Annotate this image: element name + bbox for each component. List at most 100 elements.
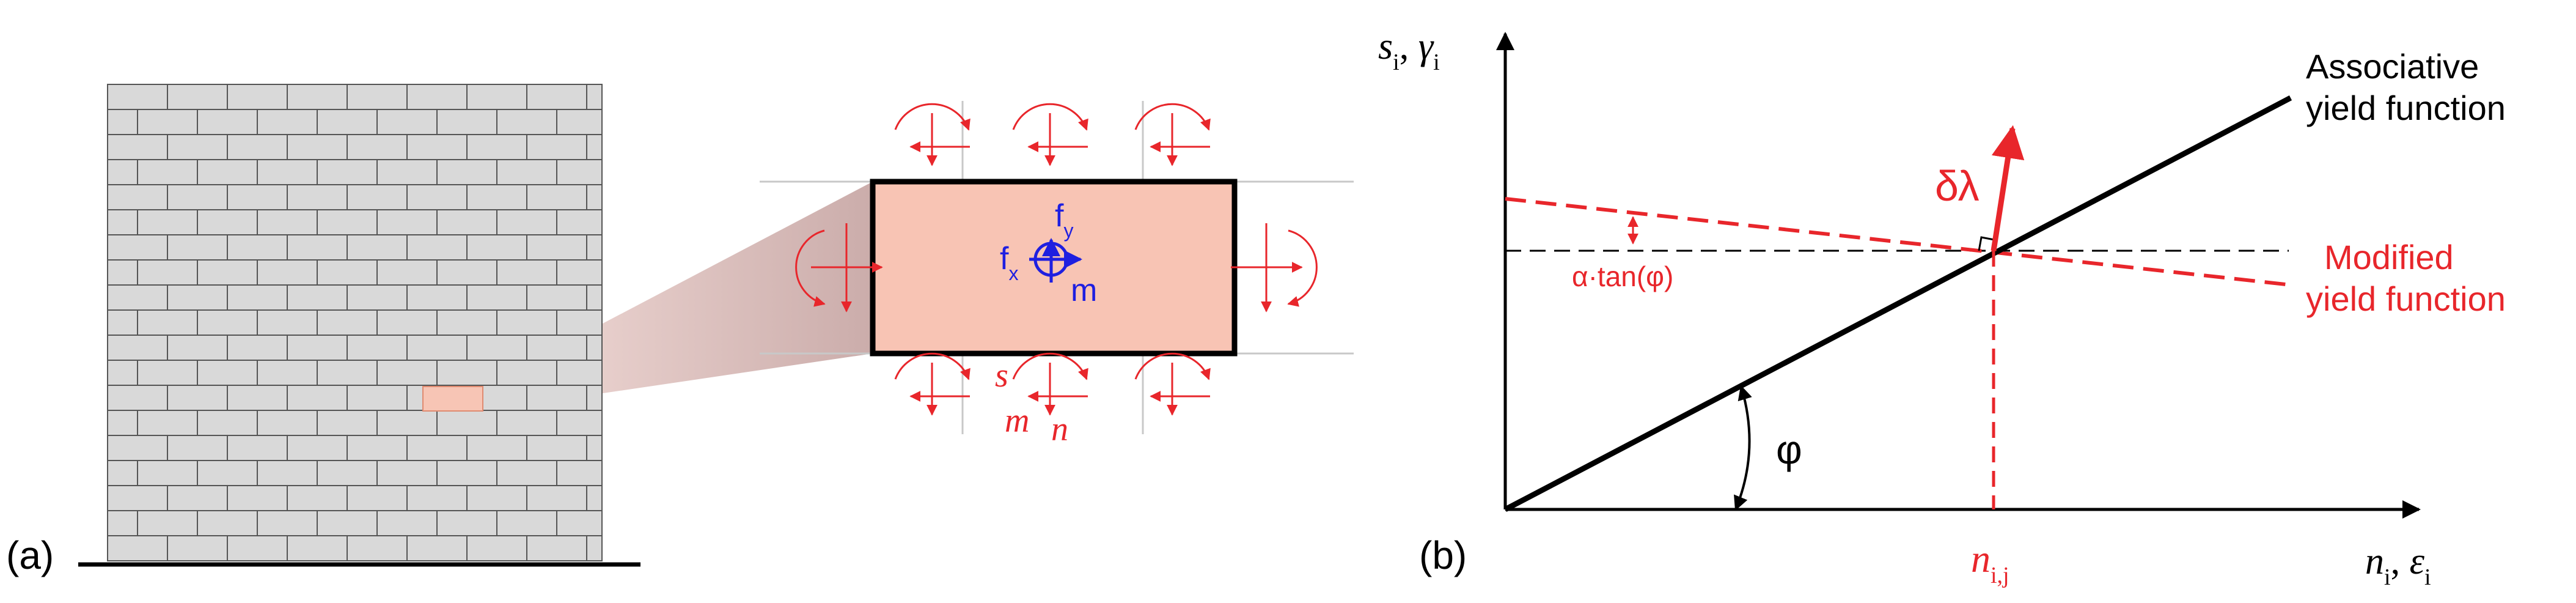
brick xyxy=(167,535,228,561)
brick xyxy=(376,209,438,235)
brick xyxy=(257,460,318,486)
brick xyxy=(137,209,198,235)
phi-label: φ xyxy=(1776,427,1802,472)
brick xyxy=(376,159,438,185)
brick xyxy=(317,360,378,386)
brick xyxy=(287,385,348,411)
brick xyxy=(586,184,603,210)
brick xyxy=(317,309,378,336)
interface-rotation-arc xyxy=(1287,229,1318,307)
panel-b: (b) si, γi ni, εi δλ α·tan(φ) φ Associat… xyxy=(1378,26,2506,590)
brick xyxy=(526,234,587,261)
brick xyxy=(287,485,348,511)
brick xyxy=(496,410,557,436)
brick xyxy=(197,209,258,235)
brick xyxy=(107,159,138,185)
interface-rotation-arc xyxy=(1134,103,1211,131)
brick xyxy=(526,535,587,561)
shear-label: s xyxy=(995,357,1008,394)
brick xyxy=(197,360,258,386)
brick xyxy=(376,259,438,286)
brick xyxy=(317,510,378,536)
nij-label: ni,j xyxy=(1971,537,2009,588)
brick xyxy=(347,385,408,411)
brick xyxy=(436,360,497,386)
element-forces: fy fx m xyxy=(1000,198,1097,308)
moment-label: m xyxy=(1071,273,1097,308)
brick xyxy=(406,535,468,561)
fy-label: fy xyxy=(1055,198,1073,242)
brick xyxy=(556,209,603,235)
brick xyxy=(107,510,138,536)
brick xyxy=(556,259,603,286)
brick xyxy=(197,460,258,486)
brick xyxy=(586,485,603,511)
brick xyxy=(167,184,228,210)
brick xyxy=(376,510,438,536)
brick xyxy=(406,134,468,160)
brick xyxy=(287,335,348,361)
brick xyxy=(167,234,228,261)
brick xyxy=(436,259,497,286)
brick xyxy=(556,109,603,135)
brick xyxy=(466,234,527,261)
interface-moment-label: m xyxy=(1005,402,1029,440)
brick xyxy=(257,259,318,286)
panel-a-label: (a) xyxy=(6,533,54,577)
brick xyxy=(556,309,603,336)
brick xyxy=(107,209,138,235)
brick xyxy=(406,335,468,361)
interface-rotation-arc xyxy=(795,229,826,307)
brick xyxy=(556,510,603,536)
brick xyxy=(107,535,168,561)
brick xyxy=(257,309,318,336)
brick xyxy=(496,510,557,536)
brick xyxy=(466,84,527,110)
brick xyxy=(526,134,587,160)
brick xyxy=(347,134,408,160)
brick xyxy=(107,360,138,386)
right-angle-marker xyxy=(1978,236,1995,251)
brick xyxy=(466,335,527,361)
brick xyxy=(347,184,408,210)
brick xyxy=(227,184,288,210)
brick xyxy=(496,360,557,386)
brick xyxy=(556,360,603,386)
brick xyxy=(227,535,288,561)
brick xyxy=(496,109,557,135)
associative-yield-line xyxy=(1503,95,2292,512)
brick xyxy=(376,360,438,386)
brick xyxy=(317,209,378,235)
interface-rotation-arc xyxy=(894,103,971,131)
brick xyxy=(107,234,168,261)
brick xyxy=(376,460,438,486)
brick xyxy=(197,259,258,286)
brick xyxy=(167,435,228,461)
highlighted-brick xyxy=(422,386,483,412)
brick xyxy=(347,284,408,311)
brick xyxy=(107,335,168,361)
brick xyxy=(317,259,378,286)
x-axis-label: ni, εi xyxy=(2365,541,2431,590)
interface-rotation-arc xyxy=(894,352,971,380)
brick xyxy=(376,410,438,436)
brick xyxy=(137,410,198,436)
brick xyxy=(137,360,198,386)
brick xyxy=(317,109,378,135)
y-axis-label: si, γi xyxy=(1378,26,1440,75)
masonry-wall xyxy=(107,84,603,561)
brick xyxy=(197,309,258,336)
interface-rotation-arc xyxy=(1134,352,1211,380)
brick xyxy=(436,109,497,135)
brick xyxy=(406,84,468,110)
brick xyxy=(317,159,378,185)
brick xyxy=(586,535,603,561)
fx-label: fx xyxy=(1000,241,1018,284)
brick xyxy=(466,134,527,160)
brick xyxy=(167,385,228,411)
brick xyxy=(227,385,288,411)
brick xyxy=(496,209,557,235)
brick xyxy=(466,284,527,311)
brick xyxy=(347,485,408,511)
